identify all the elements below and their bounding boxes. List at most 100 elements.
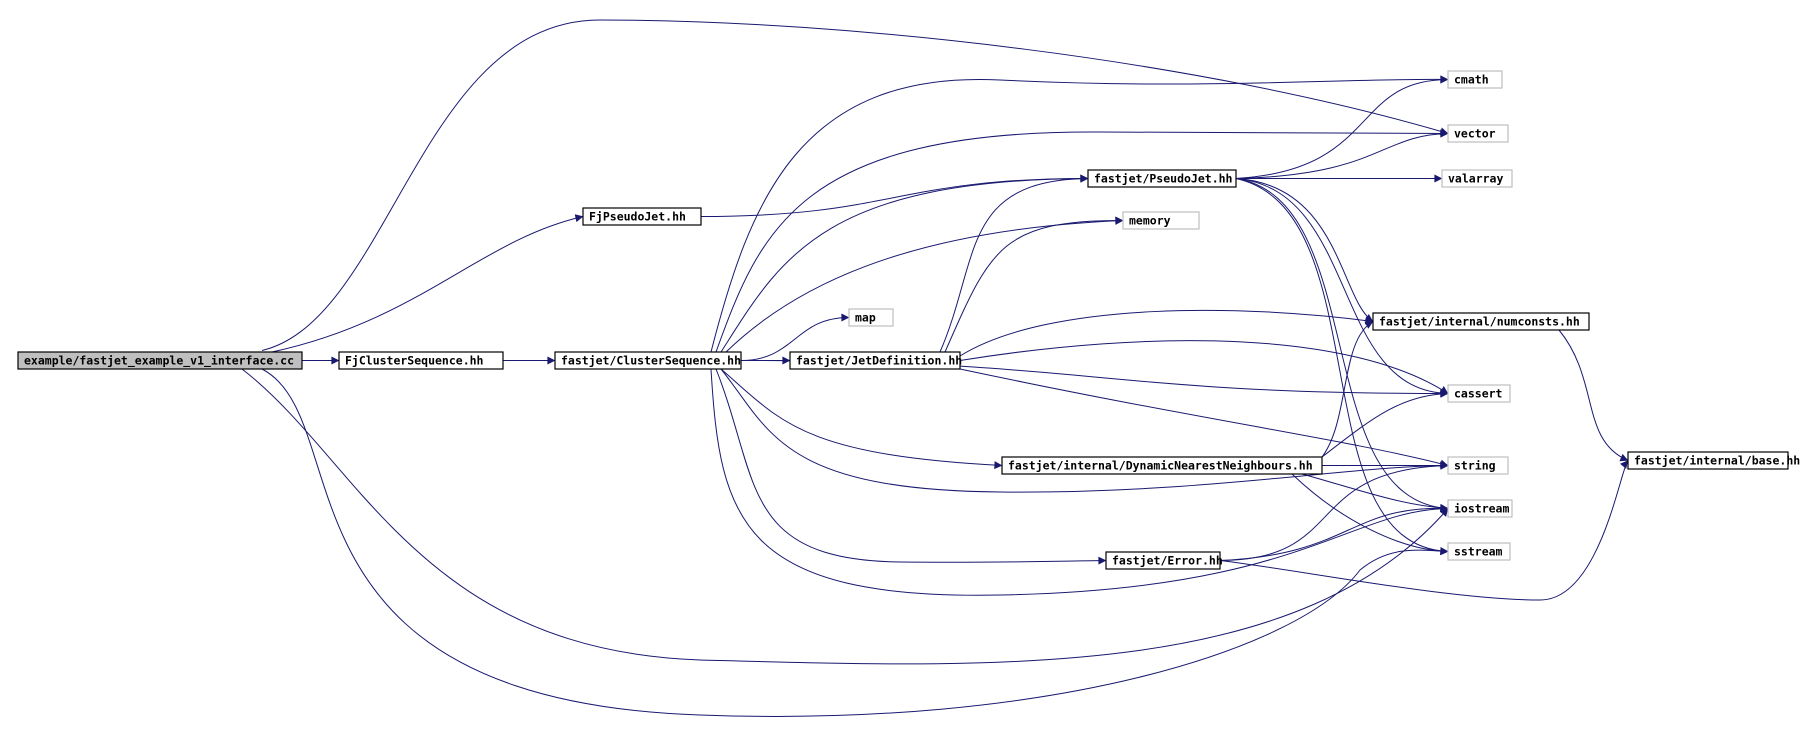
edge-dnn-to-iostream [1301,473,1449,512]
edge-err-to-iostream [1219,504,1449,561]
node-label: sstream [1454,545,1503,559]
node-cs[interactable]: fastjet/ClusterSequence.hh [554,351,742,370]
edge-cs-to-dnn [720,368,1003,470]
edge-root-to-vector [261,19,1449,351]
node-cmath: cmath [1447,70,1503,89]
edge-path [1235,178,1449,513]
node-box [848,308,894,327]
node-pj[interactable]: fastjet/PseudoJet.hh [1087,169,1237,188]
node-box [582,207,702,226]
edge-dnn-to-sstream [1291,473,1449,556]
node-label: FjClusterSequence.hh [345,354,484,368]
edge-pj-to-vector [1235,129,1449,179]
node-box [1447,384,1511,403]
node-sstream: sstream [1447,542,1511,561]
edge-path [944,216,1124,353]
edge-path [1219,460,1629,601]
edge-cs-to-memory [725,216,1124,353]
node-root[interactable]: example/fastjet_example_v1_interface.cc [17,351,303,370]
edge-path [1301,473,1449,512]
node-box [1627,451,1789,470]
node-label: example/fastjet_example_v1_interface.cc [24,354,294,369]
node-box [1372,312,1590,331]
node-box [1447,499,1513,518]
node-cassert: cassert [1447,384,1511,403]
edge-path [720,368,1449,493]
edge-jd-to-pj [939,174,1089,353]
edge-path [1291,473,1449,556]
edge-path [710,75,1449,353]
edge-path [959,368,1449,468]
node-layer: example/fastjet_example_v1_interface.cc F… [17,70,1800,570]
node-box [1447,124,1509,143]
edge-path [939,174,1089,353]
edge-pj-to-cmath [1235,75,1449,179]
node-label: fastjet/internal/DynamicNearestNeighbour… [1008,459,1313,473]
node-err[interactable]: fastjet/Error.hh [1105,551,1223,570]
edge-path [710,368,1449,596]
node-box [338,351,504,370]
node-jd[interactable]: fastjet/JetDefinition.hh [789,351,962,370]
node-label: string [1454,459,1496,473]
edge-path [1235,178,1449,398]
node-box [1447,70,1503,89]
edge-path [715,129,1449,353]
edge-cs-to-pj [720,174,1089,353]
edge-path [241,368,1449,665]
edge-cs-to-vector [715,129,1449,353]
edge-cs-to-iostream [710,368,1449,596]
edge-path [720,174,1089,353]
node-label: fastjet/Error.hh [1112,554,1223,568]
node-label: FjPseudoJet.hh [589,210,686,224]
node-box [1447,456,1509,475]
edge-path [1219,504,1449,561]
edge-path [261,368,1449,717]
node-dnn[interactable]: fastjet/internal/DynamicNearestNeighbour… [1001,456,1323,475]
edge-path [1235,178,1449,556]
edge-pj-to-iostream [1235,178,1449,513]
edge-err-to-base [1219,460,1629,601]
node-base[interactable]: fastjet/internal/base.hh [1627,451,1800,470]
edge-cs-to-err [715,368,1107,565]
node-label: iostream [1454,502,1509,516]
node-numc[interactable]: fastjet/internal/numconsts.hh [1372,312,1590,331]
edge-root-to-sstream [261,368,1449,717]
edge-dnn-to-cassert [1321,389,1449,458]
edge-path [720,368,1003,470]
node-box [1447,542,1511,561]
node-box [17,351,303,370]
node-label: fastjet/internal/base.hh [1634,454,1800,468]
node-box [789,351,961,370]
edge-path [959,309,1374,357]
edge-jd-to-memory [944,216,1124,353]
edge-path [1558,329,1629,462]
node-map: map [848,308,894,327]
edge-pj-to-sstream [1235,178,1449,556]
node-iostream: iostream [1447,499,1513,518]
node-box [1122,211,1200,230]
edge-path [271,214,584,353]
node-fjcs[interactable]: FjClusterSequence.hh [338,351,504,370]
edge-dnn-to-numc [1321,321,1374,458]
node-label: cassert [1454,387,1503,401]
edge-path [1235,178,1374,322]
edge-pj-to-numc [1235,178,1374,322]
node-fjpj[interactable]: FjPseudoJet.hh [582,207,702,226]
node-label: cmath [1454,73,1489,87]
node-label: fastjet/ClusterSequence.hh [561,354,741,368]
node-memory: memory [1122,211,1200,230]
edge-pj-to-cassert [1235,178,1449,398]
edge-err-to-string [1219,461,1449,561]
edge-root-to-iostream [241,368,1449,665]
edge-jd-to-numc [959,309,1374,357]
node-string: string [1447,456,1509,475]
node-box [1105,551,1221,570]
node-label: map [855,311,876,325]
edge-path [959,340,1449,394]
node-box [1087,169,1237,188]
edge-path [1219,461,1449,561]
node-box [1001,456,1323,475]
edge-path [725,216,1124,353]
node-vector: vector [1447,124,1509,143]
